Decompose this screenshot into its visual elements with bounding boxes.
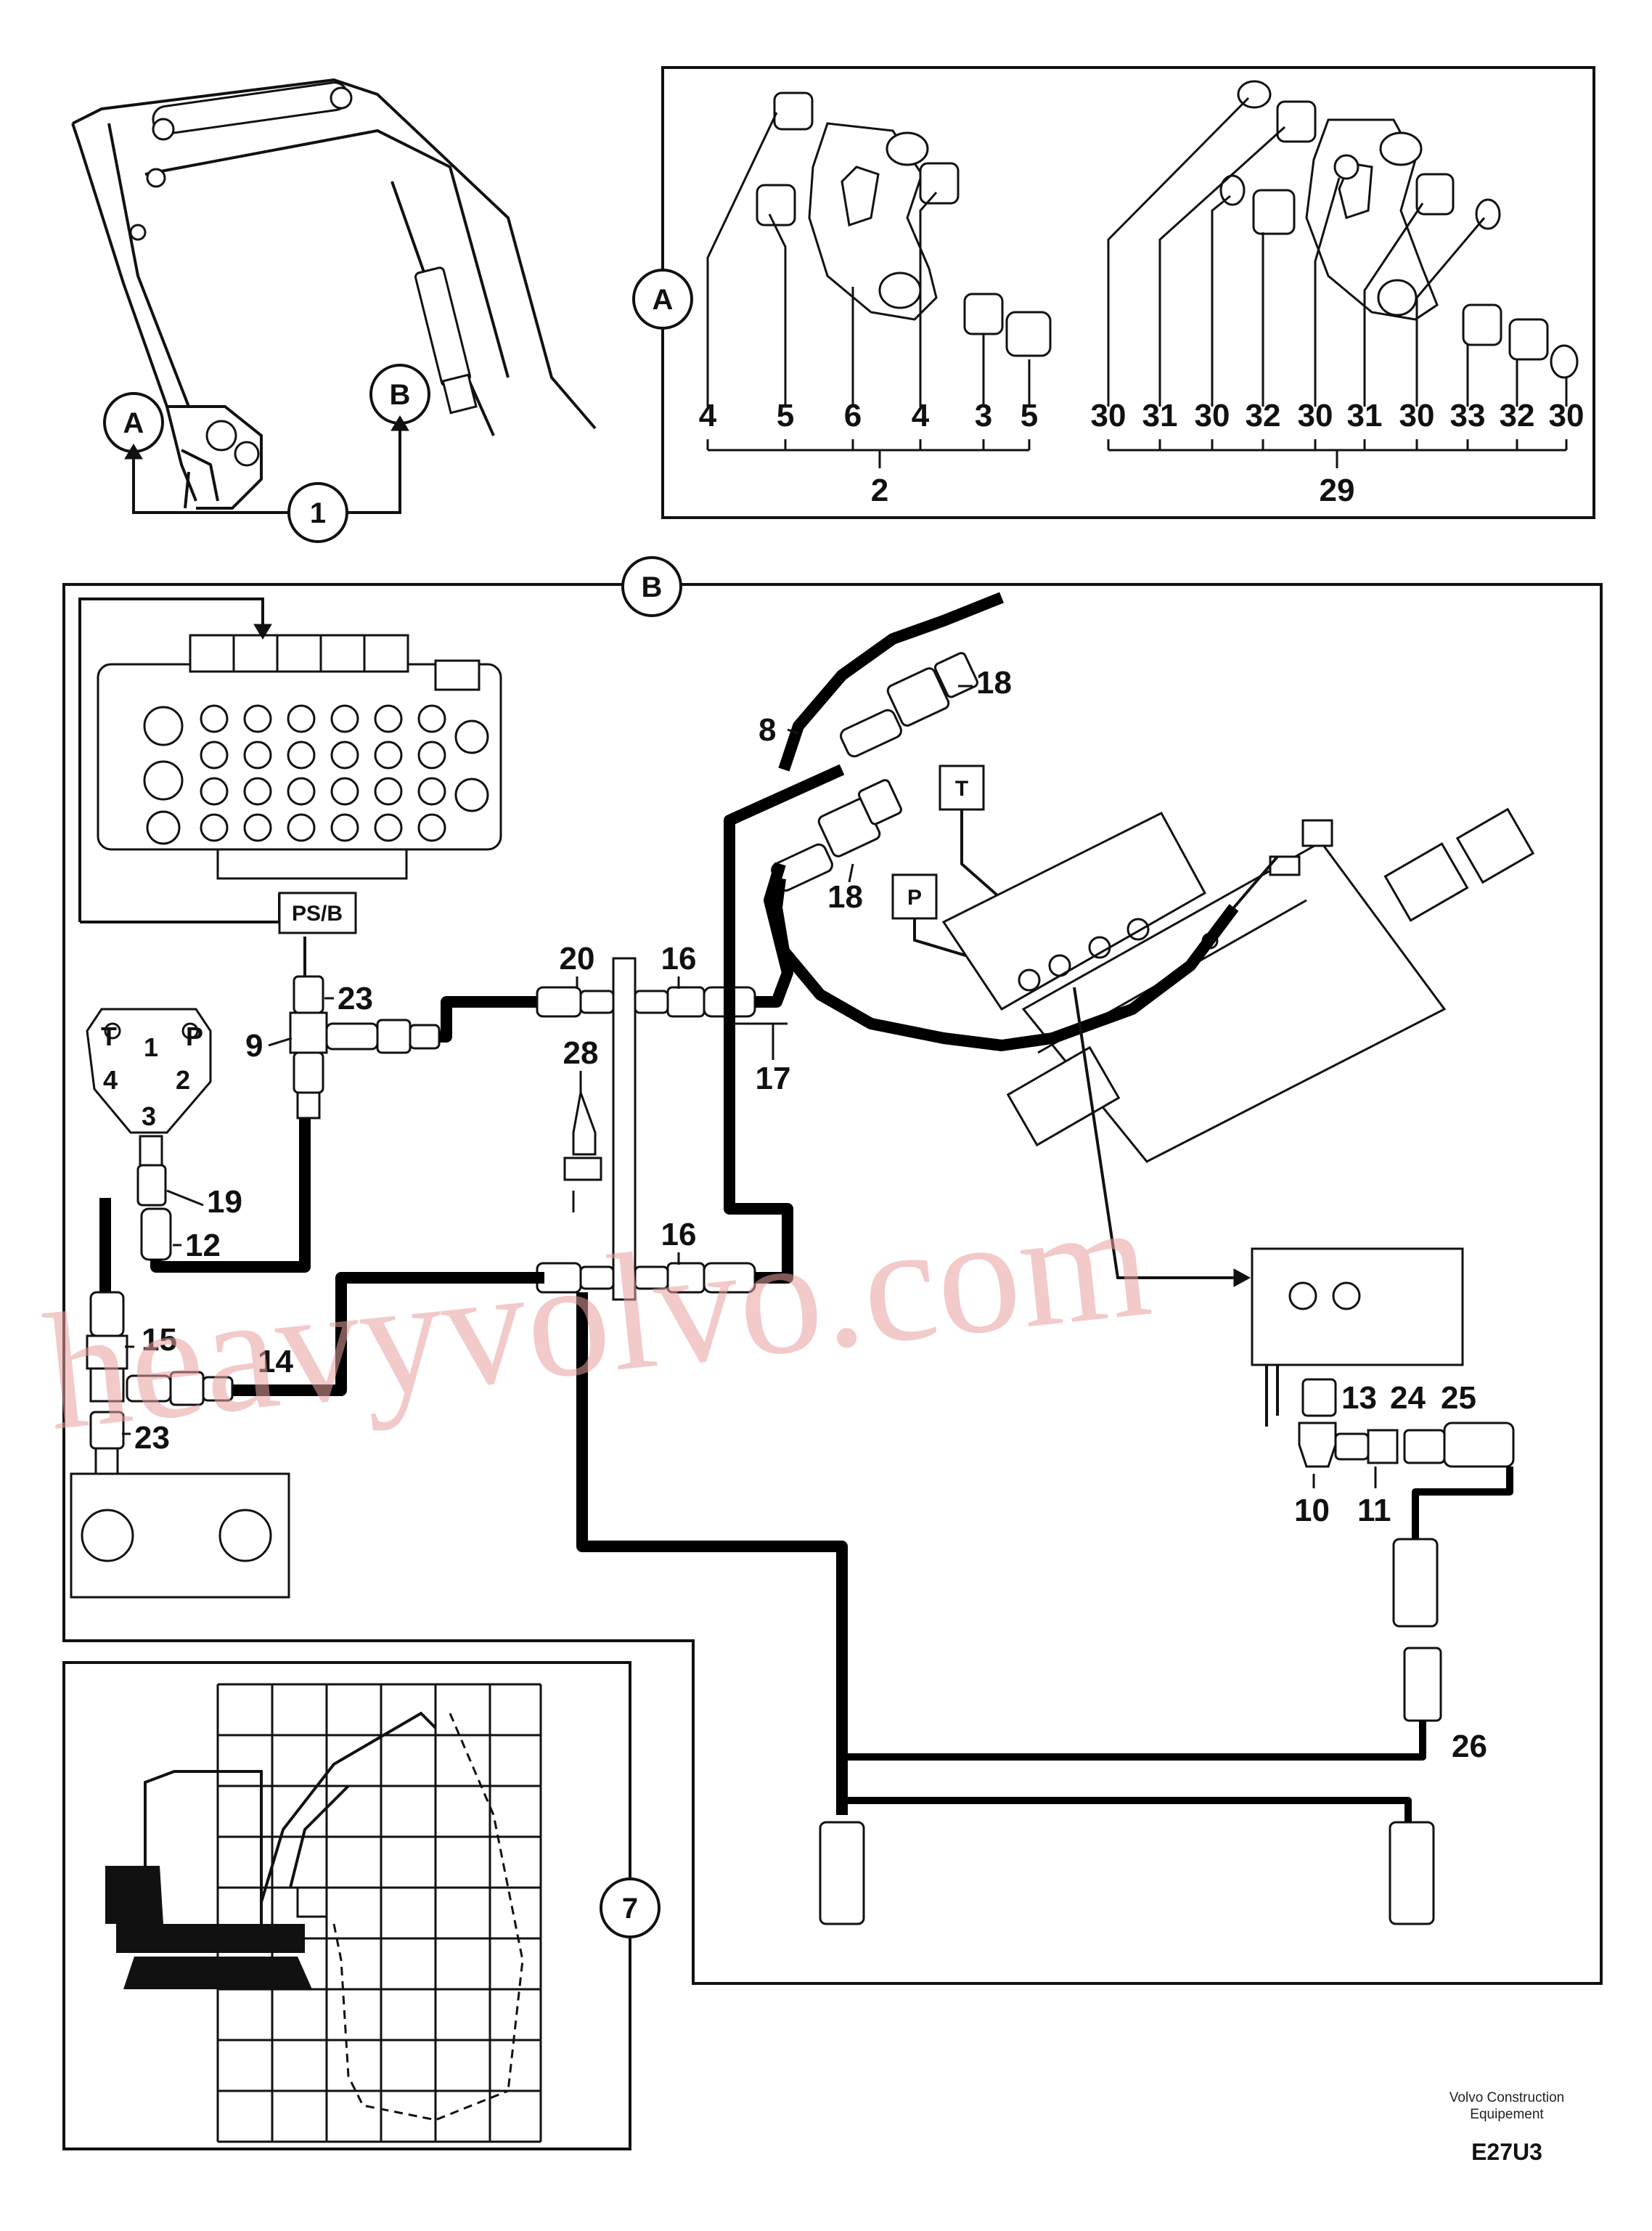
port-1-label: 1 <box>144 1032 158 1062</box>
psb-port-label: PS/B <box>292 902 343 926</box>
label-16a: 16 <box>661 941 697 976</box>
cylinder-assembly <box>941 807 1535 1163</box>
p-port-label: P <box>907 886 922 910</box>
bushing-3 <box>963 293 1004 335</box>
tank-block <box>70 1472 290 1599</box>
label-4: 4 <box>699 398 717 433</box>
brand-line-1: Volvo Construction <box>1449 2090 1564 2105</box>
callout-a-label: A <box>123 407 144 439</box>
label-30b: 30 <box>1195 398 1230 433</box>
seal-30d <box>1550 344 1579 379</box>
bracket-assembly-2 <box>756 91 1052 357</box>
arrow-right-icon <box>1233 1268 1251 1287</box>
label-31: 31 <box>1142 398 1178 433</box>
label-16b: 16 <box>661 1217 697 1252</box>
bushing-4 <box>773 91 814 131</box>
detail-a-marker <box>632 269 693 330</box>
label-30: 30 <box>1091 398 1126 433</box>
port-4-label: 4 <box>103 1065 118 1095</box>
label-28: 28 <box>563 1035 599 1071</box>
detail-b-marker <box>621 556 682 617</box>
label-30c: 30 <box>1298 398 1333 433</box>
label-30e: 30 <box>1549 398 1584 433</box>
label-11: 11 <box>1357 1493 1391 1528</box>
detail-b-marker-label: B <box>642 571 663 603</box>
bushing-31 <box>1276 100 1317 143</box>
valve-sub-block <box>1251 1247 1464 1366</box>
label-31b: 31 <box>1347 398 1383 433</box>
label-30d: 30 <box>1399 398 1435 433</box>
control-valve-block <box>97 634 502 880</box>
arrow-down-icon <box>253 624 272 640</box>
label-33: 33 <box>1450 398 1486 433</box>
detail-b-panel: B PS/B T <box>62 556 1603 1985</box>
p-port-box <box>891 873 938 920</box>
label-15: 15 <box>142 1322 177 1358</box>
bushing-4b <box>919 162 960 205</box>
label-24: 24 <box>1390 1380 1426 1416</box>
label-13: 13 <box>1341 1380 1377 1416</box>
arrow-up-icon <box>390 415 409 431</box>
label-14: 14 <box>258 1344 293 1379</box>
label-25: 25 <box>1441 1380 1476 1416</box>
label-17: 17 <box>756 1061 791 1096</box>
label-8: 8 <box>758 712 776 748</box>
item-7-marker-label: 7 <box>622 1893 638 1925</box>
item-7-marker <box>600 1877 661 1938</box>
label-6: 6 <box>844 398 862 433</box>
label-9: 9 <box>245 1028 263 1064</box>
t-port-box <box>939 764 985 811</box>
drawing-code: E27U3 <box>1471 2139 1542 2165</box>
brand-line-2: Equipement <box>1470 2107 1544 2122</box>
callout-b-label: B <box>390 379 411 411</box>
manifold-plate <box>612 957 637 1301</box>
bushing-32b <box>1508 318 1549 361</box>
label-32: 32 <box>1246 398 1281 433</box>
arrow-up-icon <box>124 444 143 460</box>
callout-item-1-label: 1 <box>310 497 326 529</box>
bushing-31b <box>1415 173 1455 216</box>
label-32b: 32 <box>1500 398 1535 433</box>
label-5b: 5 <box>1021 398 1038 433</box>
detail-a-marker-label: A <box>653 284 674 316</box>
label-18b: 18 <box>827 879 863 915</box>
label-23b: 23 <box>134 1420 170 1456</box>
label-5: 5 <box>777 398 794 433</box>
label-group-2: 2 <box>871 473 888 508</box>
label-group-29: 29 <box>1320 473 1355 508</box>
label-20: 20 <box>560 941 595 976</box>
label-18a: 18 <box>976 665 1012 701</box>
t-port-label: T <box>955 777 968 801</box>
seal-30b <box>1219 174 1246 206</box>
label-10: 10 <box>1294 1493 1330 1528</box>
label-4b: 4 <box>912 398 930 433</box>
bushing-32 <box>1252 189 1296 235</box>
label-19: 19 <box>207 1184 242 1220</box>
pump-port-block: T 1 P 4 2 3 <box>86 1008 212 1134</box>
label-26: 26 <box>1452 1729 1487 1764</box>
label-3: 3 <box>975 398 992 433</box>
item-7-panel: 7 <box>62 1661 661 2150</box>
arm-overview: A B 1 <box>71 78 597 543</box>
bushing-5 <box>756 184 796 227</box>
port-3-label: 3 <box>142 1101 156 1131</box>
bushing-5b <box>1005 311 1052 357</box>
detail-a-panel: A 4 5 6 4 3 5 2 <box>632 66 1595 519</box>
bracket-assembly-29 <box>1219 80 1579 379</box>
label-23a: 23 <box>338 981 373 1016</box>
bushing-33 <box>1462 303 1502 346</box>
watermark-text: heavyvolvo.com <box>37 1165 1158 1465</box>
psb-port-box <box>278 892 357 934</box>
label-12: 12 <box>185 1228 221 1263</box>
port-2-label: 2 <box>176 1065 190 1095</box>
